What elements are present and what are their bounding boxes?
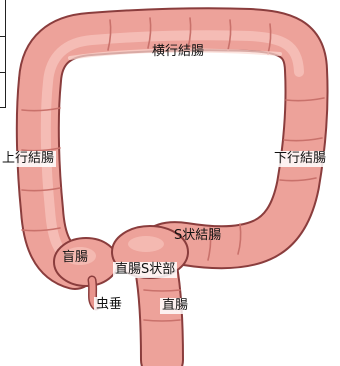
label-ascending-colon: 上行結腸 bbox=[0, 151, 56, 167]
label-rectosigmoid: 直腸S状部 bbox=[113, 262, 177, 278]
label-transverse-colon: 横行結腸 bbox=[150, 44, 206, 60]
label-sigmoid-colon: S状結腸 bbox=[172, 228, 223, 244]
label-descending-colon: 下行結腸 bbox=[272, 151, 326, 167]
label-appendix: 虫垂 bbox=[94, 297, 124, 313]
label-rectum: 直腸 bbox=[160, 298, 190, 314]
label-cecum: 盲腸 bbox=[60, 250, 90, 266]
